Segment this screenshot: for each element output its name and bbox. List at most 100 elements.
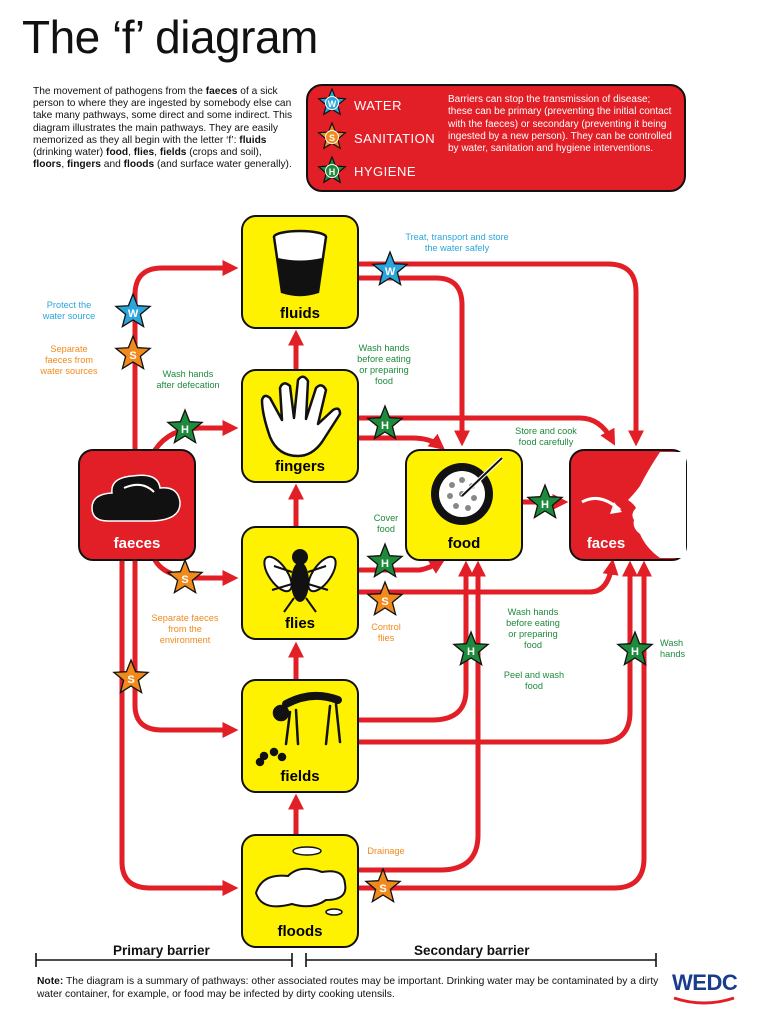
node-fluids: fluids (241, 215, 359, 329)
svg-text:H: H (631, 646, 639, 658)
annotation-wash-before-eating-2: Wash hands before eating or preparing fo… (506, 607, 560, 650)
svg-text:W: W (385, 266, 396, 278)
svg-text:S: S (181, 574, 188, 586)
barrier-badges: W W S H H H H S S S H H S (113, 251, 653, 903)
sanitation-badge-environment-icon: S (167, 559, 203, 594)
sanitation-badge-drainage-icon: S (365, 868, 401, 903)
node-food-label: food (448, 535, 480, 552)
node-faces: faces (569, 449, 687, 561)
sanitation-badge-control-flies-icon: S (367, 581, 403, 616)
arrow-fields-food (355, 560, 475, 723)
arrow-fluids-faces (355, 261, 645, 447)
svg-text:H: H (381, 558, 389, 570)
water-badge-letter: W (328, 99, 337, 109)
hygiene-badge-after-defecation-icon: H (167, 409, 203, 444)
annotation-wash-after-defecation: Wash hands after defecation (156, 369, 220, 390)
secondary-barrier-label: Secondary barrier (414, 943, 530, 958)
fly-icon (263, 549, 337, 613)
arrow-faeces-floods (119, 557, 239, 897)
node-faeces: faeces (78, 449, 196, 561)
barrier-legend: W S H WATER SANITATION HYGIENE Barriers … (306, 84, 686, 192)
person-farming-icon (255, 691, 342, 767)
annotation-protect-source: Protect the water source (42, 300, 96, 321)
water-badge-icon: W (317, 87, 347, 116)
node-flies: flies (241, 526, 359, 640)
legend-hygiene-label: HYGIENE (354, 164, 417, 179)
hygiene-badge-wash-hands-icon: H (617, 631, 653, 666)
annotation-peel-wash: Peel and wash food (503, 670, 565, 691)
glass-icon (272, 229, 328, 297)
svg-text:S: S (127, 674, 134, 686)
footnote-label: Note: (37, 976, 64, 987)
node-food: food (405, 449, 523, 561)
hygiene-badge-store-cook-icon: H (527, 484, 563, 519)
arrow-flies-food (355, 558, 446, 574)
hygiene-badge-letter: H (329, 167, 336, 177)
annotation-separate-faeces-water: Separate faeces from water sources (40, 344, 98, 376)
svg-text:H: H (381, 420, 389, 432)
node-fingers-label: fingers (275, 458, 325, 475)
node-flies-label: flies (285, 615, 315, 632)
arrow-floods-food (355, 560, 487, 873)
wedc-logo: WEDC (672, 970, 738, 1005)
footnote-text: The diagram is a summary of pathways: ot… (37, 976, 659, 1000)
svg-text:H: H (541, 499, 549, 511)
sanitation-badge-letter: S (329, 133, 335, 143)
footnote: Note: The diagram is a summary of pathwa… (37, 975, 667, 1001)
annotation-wash-hands: Wash hands (660, 638, 686, 659)
legend-note: Barriers can stop the transmission of di… (448, 94, 672, 155)
hygiene-badge-icon: H (317, 155, 347, 184)
pathway-arrows (119, 259, 653, 897)
water-badge-protect-icon: W (115, 293, 151, 328)
svg-text:H: H (181, 424, 189, 436)
svg-text:W: W (128, 308, 139, 320)
annotation-wash-before-eating-1: Wash hands before eating or preparing fo… (357, 343, 411, 386)
hand-icon (260, 375, 342, 458)
sanitation-badge-separate-water-icon: S (115, 335, 151, 370)
arrow-fields-faces (355, 560, 639, 745)
svg-text:H: H (467, 646, 475, 658)
primary-barrier-label: Primary barrier (113, 943, 210, 958)
annotation-store-cook: Store and cook food carefully (515, 426, 577, 447)
arrow-faeces-fluids (132, 259, 239, 453)
arrow-fingers-faces (355, 415, 616, 446)
face-icon (581, 452, 686, 558)
faeces-icon (91, 474, 181, 522)
arrow-faeces-fields (132, 557, 239, 739)
node-fluids-label: fluids (280, 305, 320, 322)
annotation-control-flies: Control flies (371, 622, 401, 643)
arrow-flies-faces (355, 558, 619, 595)
legend-sanitation-label: SANITATION (354, 131, 436, 146)
annotation-treat-water: Treat, transport and store the water saf… (405, 232, 509, 253)
water-badge-treat-icon: W (372, 251, 408, 286)
sanitation-badge-fields-icon: S (113, 659, 149, 694)
svg-text:S: S (129, 350, 136, 362)
node-fingers: fingers (241, 369, 359, 483)
node-floods: floods (241, 834, 359, 948)
node-faces-label: faces (587, 535, 625, 552)
annotation-separate-environment: Separate faeces from the environment (151, 613, 219, 645)
barrier-scale (35, 953, 657, 967)
annotation-drainage: Drainage (367, 846, 405, 856)
node-fields: fields (241, 679, 359, 793)
arrow-fluids-food (355, 275, 471, 447)
sanitation-badge-icon: S (317, 121, 347, 150)
food-bowl-icon (431, 456, 504, 525)
node-faeces-label: faeces (114, 535, 161, 552)
annotation-cover-food: Cover food (373, 513, 399, 534)
arrow-floods-faces (355, 560, 653, 891)
logo-swoosh-icon (673, 996, 735, 1005)
legend-badges: W S H (317, 87, 347, 184)
node-fields-label: fields (280, 768, 319, 785)
svg-text:S: S (379, 883, 386, 895)
node-floods-label: floods (278, 923, 323, 940)
intro-text: The movement of pathogens from the faece… (33, 86, 293, 171)
puddle-icon (254, 846, 347, 916)
hygiene-badge-before-eating-icon: H (367, 405, 403, 440)
svg-text:S: S (381, 596, 388, 608)
page-title: The ‘f’ diagram (22, 11, 318, 63)
legend-water-label: WATER (354, 98, 402, 113)
hygiene-badge-cover-food-icon: H (367, 543, 403, 578)
arrow-fingers-food (355, 433, 445, 450)
